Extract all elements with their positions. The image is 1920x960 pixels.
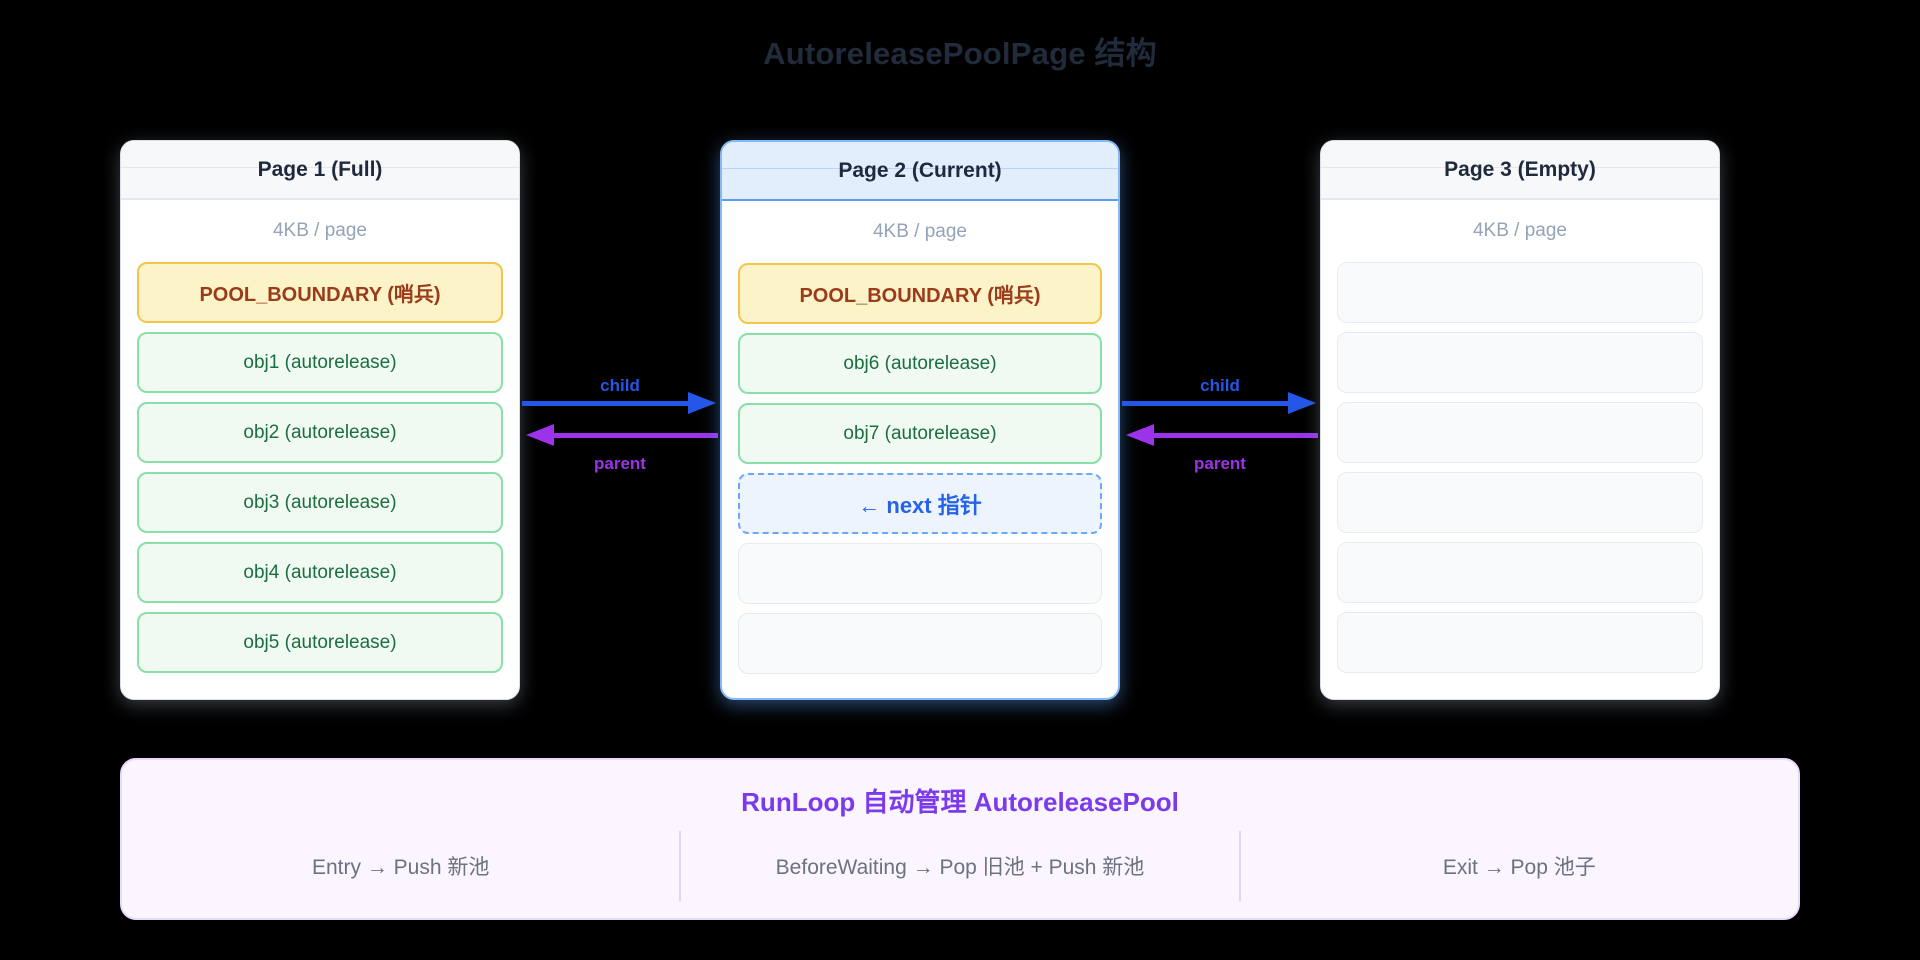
runloop-rules: Entry → Push 新池 BeforeWaiting → Pop 旧池 +… bbox=[122, 825, 1798, 906]
slot-object: obj6 (autorelease) bbox=[738, 333, 1102, 394]
slot-object: obj4 (autorelease) bbox=[137, 542, 503, 603]
vertical-divider bbox=[1238, 830, 1241, 901]
vertical-divider bbox=[679, 830, 682, 901]
page-3-capacity-label: 4KB / page bbox=[1472, 220, 1568, 241]
page-card-1: Page 1 (Full) 4KB / page POOL_BOUNDARY (… bbox=[120, 140, 520, 700]
slot-object: obj5 (autorelease) bbox=[137, 612, 503, 673]
slot-empty bbox=[738, 543, 1102, 604]
page-3-title: Page 3 (Empty) bbox=[1444, 157, 1596, 181]
page-1-title: Page 1 (Full) bbox=[257, 157, 383, 181]
page-3-header: Page 3 (Empty) bbox=[1321, 141, 1719, 200]
runloop-panel-title: RunLoop 自动管理 AutoreleasePool bbox=[741, 787, 1179, 817]
slot-empty bbox=[1337, 332, 1703, 393]
slot-empty bbox=[1337, 262, 1703, 323]
child-arrow-label: child bbox=[1200, 376, 1240, 395]
runloop-rule-beforewaiting: BeforeWaiting → Pop 旧池 + Push 新池 bbox=[775, 855, 1145, 879]
runloop-rule-exit: Exit → Pop 池子 bbox=[1442, 855, 1596, 879]
runloop-rule-entry: Entry → Push 新池 bbox=[311, 855, 490, 879]
parent-arrow-icon bbox=[526, 424, 718, 446]
slot-empty bbox=[1337, 472, 1703, 533]
slot-object: obj1 (autorelease) bbox=[137, 332, 503, 393]
slot-next-pointer: ← next 指针 bbox=[738, 473, 1102, 534]
page-1-capacity-label: 4KB / page bbox=[272, 220, 368, 241]
slot-object: obj7 (autorelease) bbox=[738, 403, 1102, 464]
page-2-capacity-label: 4KB / page bbox=[872, 221, 968, 242]
parent-arrow-label: parent bbox=[594, 454, 646, 473]
link-page2-page3: child parent bbox=[1120, 370, 1320, 480]
page-1-slot-list: POOL_BOUNDARY (哨兵) obj1 (autorelease) ob… bbox=[121, 262, 519, 673]
slot-empty bbox=[1337, 402, 1703, 463]
page-2-slot-list: POOL_BOUNDARY (哨兵) obj6 (autorelease) ob… bbox=[722, 263, 1118, 674]
child-arrow-label: child bbox=[600, 376, 640, 395]
page-1-header: Page 1 (Full) bbox=[121, 141, 519, 200]
page-2-header: Page 2 (Current) bbox=[722, 142, 1118, 201]
slot-pool-boundary: POOL_BOUNDARY (哨兵) bbox=[738, 263, 1102, 324]
page-3-slot-list bbox=[1321, 262, 1719, 673]
diagram-title: AutoreleasePoolPage 结构 bbox=[763, 36, 1157, 71]
slot-pool-boundary: POOL_BOUNDARY (哨兵) bbox=[137, 262, 503, 323]
slot-object: obj3 (autorelease) bbox=[137, 472, 503, 533]
slot-empty bbox=[738, 613, 1102, 674]
slot-empty bbox=[1337, 542, 1703, 603]
slot-empty bbox=[1337, 612, 1703, 673]
child-arrow-icon bbox=[1122, 392, 1316, 414]
runloop-panel: RunLoop 自动管理 AutoreleasePool Entry → Pus… bbox=[120, 758, 1800, 920]
page-card-3: Page 3 (Empty) 4KB / page bbox=[1320, 140, 1720, 700]
slot-object: obj2 (autorelease) bbox=[137, 402, 503, 463]
parent-arrow-icon bbox=[1126, 424, 1318, 446]
child-arrow-icon bbox=[522, 392, 716, 414]
page-card-2: Page 2 (Current) 4KB / page POOL_BOUNDAR… bbox=[720, 140, 1120, 700]
parent-arrow-label: parent bbox=[1194, 454, 1246, 473]
page-2-title: Page 2 (Current) bbox=[838, 158, 1002, 182]
link-page1-page2: child parent bbox=[520, 370, 720, 480]
